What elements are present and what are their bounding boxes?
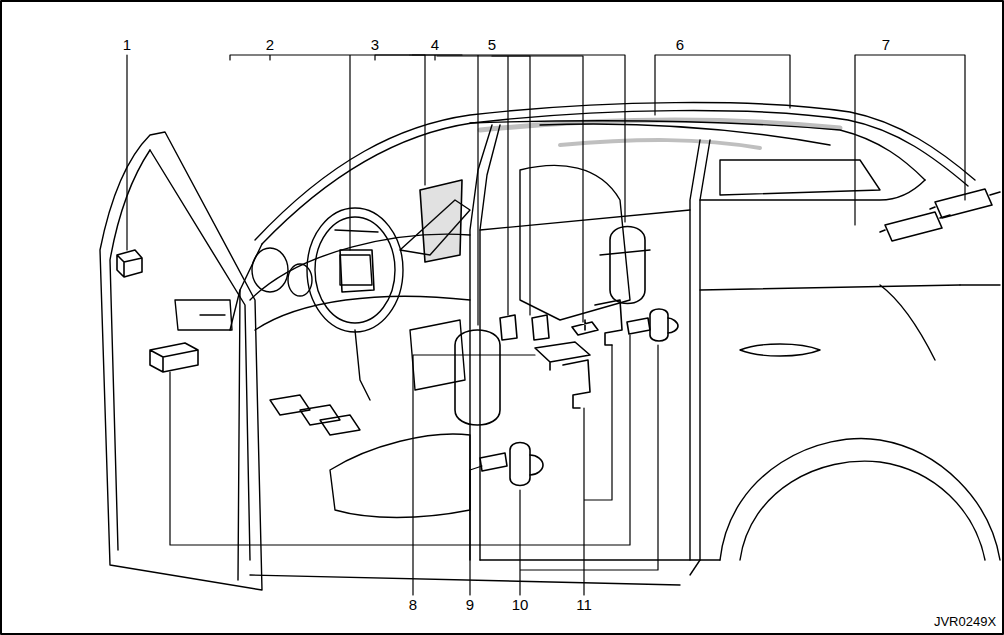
line-art (690, 560, 700, 575)
line-art (355, 330, 370, 400)
line-art (455, 330, 500, 425)
line-art (437, 56, 530, 315)
line-art (470, 125, 492, 560)
line-art (270, 395, 310, 415)
line-art (262, 111, 968, 244)
line-art (150, 150, 250, 560)
line-art (740, 461, 985, 560)
callout-number: 3 (370, 37, 380, 53)
line-art (480, 210, 690, 230)
line-art (255, 103, 975, 240)
line-art (200, 314, 225, 315)
line-art (700, 180, 925, 200)
line-art (250, 575, 680, 585)
line-art (655, 55, 790, 115)
line-art (238, 290, 240, 580)
line-art (375, 55, 625, 325)
line-art (315, 217, 395, 323)
callout-number: 1 (122, 37, 132, 53)
line-art (855, 55, 965, 225)
line-art (740, 344, 820, 356)
line-art (230, 55, 425, 250)
figure-code: JVR0249X (933, 614, 997, 630)
line-art (668, 318, 678, 333)
line-art (720, 439, 1000, 561)
line-art (510, 443, 530, 486)
line-art (563, 360, 590, 408)
line-art (720, 160, 880, 195)
callout-number: 7 (881, 37, 891, 53)
line-art (110, 150, 150, 550)
line-art (320, 415, 360, 435)
line-art (480, 120, 840, 130)
line-art (126, 55, 127, 250)
line-art (880, 212, 950, 241)
line-art (700, 285, 960, 290)
line-art (100, 132, 262, 590)
line-art (880, 285, 935, 360)
line-art (520, 345, 658, 595)
line-art (492, 56, 583, 322)
line-art (420, 180, 462, 262)
callout-number: 9 (465, 597, 475, 613)
line-art (627, 318, 650, 334)
line-art (230, 244, 262, 330)
callout-number: 6 (675, 37, 685, 53)
line-art (650, 309, 668, 341)
line-art (584, 345, 612, 595)
line-art (470, 121, 925, 180)
line-art (960, 284, 1000, 285)
line-art (480, 125, 500, 560)
callout-number: 4 (430, 37, 440, 53)
callout-number: 8 (408, 597, 418, 613)
line-art (572, 320, 598, 335)
line-art (520, 165, 630, 320)
line-art (480, 559, 720, 560)
line-art (307, 208, 403, 332)
line-art (300, 405, 340, 425)
callout-number: 2 (265, 37, 275, 53)
line-art (340, 250, 374, 292)
line-art (595, 300, 622, 345)
line-art (252, 248, 288, 292)
line-art (150, 343, 198, 372)
line-art (530, 455, 543, 475)
line-art (500, 315, 517, 340)
callout-number: 10 (511, 597, 530, 613)
line-art (600, 250, 650, 255)
line-art (560, 140, 760, 148)
car-body (100, 103, 1000, 590)
line-art (535, 342, 590, 370)
line-art (690, 140, 700, 560)
line-art (610, 227, 645, 304)
line-art (532, 315, 549, 340)
callout-number: 5 (487, 37, 497, 53)
line-art (340, 255, 372, 285)
airbag-components (117, 120, 1000, 486)
line-art (330, 434, 470, 517)
line-art (480, 453, 507, 471)
line-art (470, 466, 482, 595)
line-art (170, 335, 630, 545)
line-art (175, 300, 232, 330)
leader-lines (127, 55, 965, 595)
line-art (335, 230, 378, 232)
sensor-module (117, 250, 142, 277)
line-art (288, 264, 312, 296)
line-art (700, 140, 710, 560)
line-art (413, 355, 535, 595)
callout-number: 11 (575, 597, 593, 613)
